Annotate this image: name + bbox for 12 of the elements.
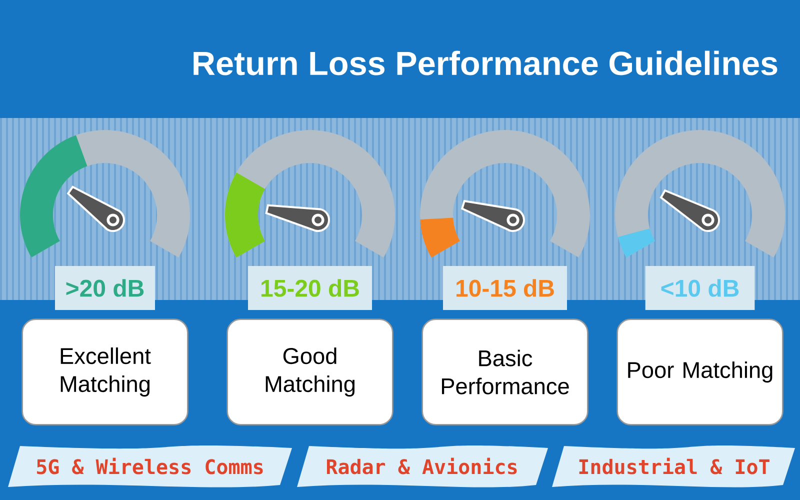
rating-card: Good Matching — [226, 318, 394, 426]
banner: Radar & Avionics — [297, 445, 548, 488]
title: Return Loss Performance Guidelines — [194, 50, 778, 76]
rating-card: Poor Matching — [616, 318, 784, 426]
rating-card: Basic Performance — [422, 318, 588, 426]
value-box: <10 dB — [645, 266, 755, 310]
value-box: 15-20 dB — [248, 266, 372, 310]
value-box: 10-15 dB — [443, 266, 567, 310]
banner: Industrial & IoT — [552, 445, 795, 488]
rating-card: Excellent Matching — [22, 318, 188, 426]
value-box: >20 dB — [55, 266, 155, 310]
banner: 5G & Wireless Comms — [8, 445, 292, 488]
